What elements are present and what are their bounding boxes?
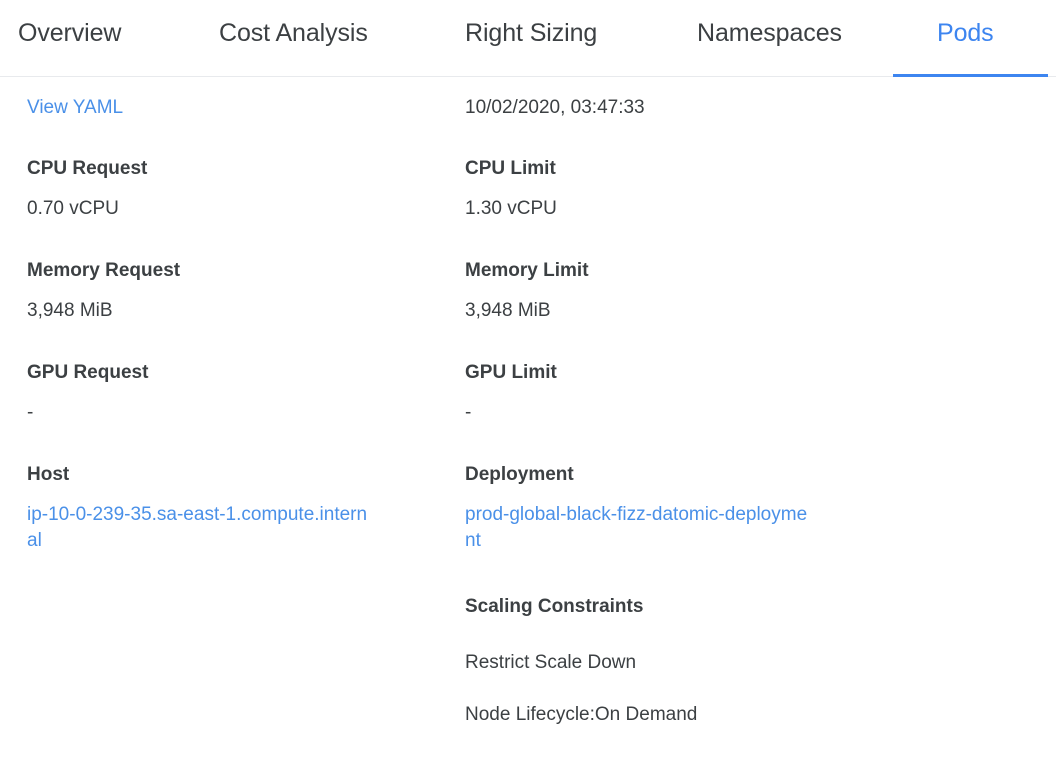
active-tab-indicator [893, 74, 1048, 77]
field-memory-request-label: Memory Request [27, 260, 181, 281]
field-cpu-limit: CPU Limit 1.30 vCPU [465, 156, 557, 222]
field-deployment: Deployment prod-global-black-fizz-datomi… [465, 462, 815, 554]
field-memory-limit-label: Memory Limit [465, 260, 589, 281]
scaling-constraints-section: Scaling Constraints Restrict Scale Down … [465, 594, 697, 728]
tab-overview[interactable]: Overview [18, 19, 122, 47]
scaling-constraint-restrict-scale-down: Restrict Scale Down [465, 652, 637, 673]
field-cpu-limit-value: 1.30 vCPU [465, 198, 557, 219]
view-yaml-link[interactable]: View YAML [27, 97, 124, 118]
field-memory-limit-value: 3,948 MiB [465, 300, 551, 321]
field-gpu-limit-label: GPU Limit [465, 362, 557, 383]
field-host: Host ip-10-0-239-35.sa-east-1.compute.in… [27, 462, 377, 554]
field-gpu-request-value: - [27, 402, 34, 423]
field-cpu-request-label: CPU Request [27, 158, 148, 179]
field-memory-request-value: 3,948 MiB [27, 300, 113, 321]
deployment-link[interactable]: prod-global-black-fizz-datomic-deploymen… [465, 504, 808, 551]
field-gpu-limit: GPU Limit - [465, 360, 557, 426]
scaling-constraint-node-lifecycle: Node Lifecycle:On Demand [465, 704, 698, 725]
tab-pods[interactable]: Pods [937, 19, 994, 47]
field-gpu-limit-value: - [465, 402, 472, 423]
field-memory-request: Memory Request 3,948 MiB [27, 258, 180, 324]
pod-start-timestamp: 10/02/2020, 03:47:33 [465, 97, 645, 118]
scaling-constraints-title: Scaling Constraints [465, 596, 644, 617]
field-gpu-request-label: GPU Request [27, 362, 149, 383]
tab-namespaces[interactable]: Namespaces [697, 19, 842, 47]
field-gpu-request: GPU Request - [27, 360, 148, 426]
tab-bar: Overview Cost Analysis Right Sizing Name… [0, 0, 1056, 77]
field-host-label: Host [27, 464, 70, 485]
field-deployment-label: Deployment [465, 464, 574, 485]
field-cpu-request-value: 0.70 vCPU [27, 198, 119, 219]
field-cpu-request: CPU Request 0.70 vCPU [27, 156, 147, 222]
host-link[interactable]: ip-10-0-239-35.sa-east-1.compute.interna… [27, 504, 368, 551]
field-memory-limit: Memory Limit 3,948 MiB [465, 258, 589, 324]
tab-right-sizing[interactable]: Right Sizing [465, 19, 598, 47]
tab-cost-analysis[interactable]: Cost Analysis [219, 19, 368, 47]
field-cpu-limit-label: CPU Limit [465, 158, 556, 179]
